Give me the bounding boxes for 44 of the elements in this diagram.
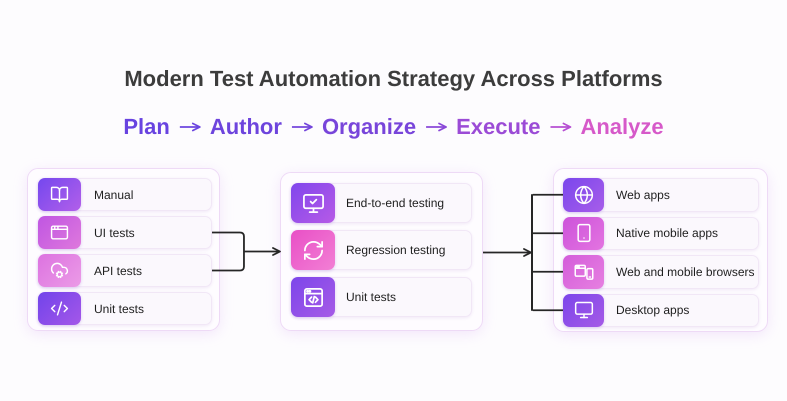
connector-line [532, 194, 563, 196]
item-label: API tests [94, 264, 142, 278]
item-card [291, 230, 472, 270]
connector-line [212, 232, 245, 252]
item-label: Unit tests [94, 302, 144, 316]
item-label: Unit tests [346, 290, 396, 304]
arrow [180, 122, 201, 132]
item-card [38, 216, 212, 249]
arrow [426, 122, 447, 132]
connector-line [532, 270, 563, 273]
item-card [563, 216, 759, 250]
item-card [38, 292, 212, 325]
group-panel [553, 168, 768, 332]
arrow [550, 122, 572, 132]
group-panel [27, 168, 220, 331]
arrow [244, 247, 281, 256]
bracket-line [531, 194, 533, 311]
title: Modern Test Automation Strategy Across Platforms [124, 65, 663, 93]
step-label: Organize [312, 112, 426, 142]
item-card [38, 254, 212, 287]
item-label: Regression testing [346, 243, 446, 257]
item-label: Native mobile apps [616, 226, 718, 240]
step-label: Analyze [570, 112, 674, 142]
item-label: UI tests [94, 226, 135, 240]
item-label: Web apps [616, 188, 670, 202]
item-card [291, 183, 472, 223]
item-card [563, 255, 759, 288]
item-card [38, 178, 212, 211]
group-panel [280, 172, 483, 331]
arrow [292, 122, 313, 132]
item-card [563, 178, 759, 212]
step-label: Execute [446, 112, 550, 142]
item-card [563, 294, 759, 327]
item-card [291, 277, 472, 317]
item-label: Web and mobile browsers [616, 264, 755, 279]
item-label: Desktop apps [616, 303, 690, 318]
item-label: Manual [94, 188, 134, 202]
step-label: Author [200, 112, 292, 142]
step-label: Plan [113, 112, 180, 142]
arrow [483, 248, 532, 257]
connector-line [532, 232, 563, 234]
connector-line [212, 252, 245, 272]
connector-line [532, 309, 563, 312]
item-label: End-to-end testing [346, 196, 444, 210]
